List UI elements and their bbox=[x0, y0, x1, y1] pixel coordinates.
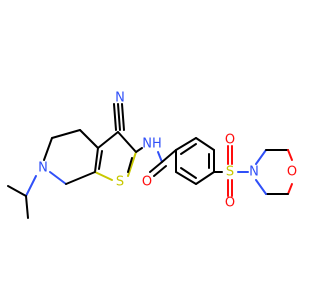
thiophene-bond bbox=[117, 131, 137, 153]
thiophene-bond bbox=[127, 151, 137, 177]
ring-bond bbox=[79, 129, 99, 149]
sulfonyl-o-bottom-label: O bbox=[225, 196, 235, 211]
atom-labels: N NH O S N S O O N O bbox=[38, 91, 297, 211]
amide-bond bbox=[157, 151, 163, 163]
thiophene-s-label: S bbox=[116, 175, 124, 190]
thiophene-bond bbox=[98, 150, 103, 170]
benzene-bond bbox=[195, 137, 215, 151]
nitrile-bond bbox=[113, 103, 117, 131]
ring-bond bbox=[51, 129, 81, 139]
benzene-bond bbox=[175, 137, 197, 151]
benzene-bond bbox=[195, 171, 215, 185]
isopropyl-bond bbox=[7, 185, 27, 197]
benzene-bond bbox=[180, 167, 197, 179]
nitrile-n-label: N bbox=[115, 91, 125, 106]
isopropyl-bond bbox=[25, 175, 37, 197]
bonds bbox=[7, 103, 293, 219]
amide-bond bbox=[149, 161, 163, 173]
amide-bond bbox=[161, 149, 177, 163]
ring-bond bbox=[65, 171, 96, 185]
molecule-structure: N NH O S N S O O N O bbox=[7, 91, 297, 219]
sulfonyl-o-top-label: O bbox=[225, 133, 235, 148]
thiophene-bond bbox=[94, 147, 99, 173]
morpholine-n-label: N bbox=[249, 165, 259, 180]
benzene-bond bbox=[180, 143, 197, 155]
amide-bond bbox=[153, 165, 167, 177]
ring-n-label: N bbox=[38, 161, 48, 176]
amide-o-label: O bbox=[142, 175, 152, 190]
thiophene-bond bbox=[127, 157, 133, 173]
isopropyl-bond bbox=[25, 195, 29, 219]
ring-bond bbox=[49, 171, 67, 185]
amide-bond bbox=[135, 147, 143, 153]
morpholine-bond bbox=[287, 183, 293, 195]
morpholine-bond bbox=[287, 149, 293, 161]
morpholine-bond bbox=[255, 149, 267, 165]
nitrile-bond bbox=[121, 103, 125, 131]
sulfonyl-s-label: S bbox=[226, 165, 234, 180]
ring-bond bbox=[43, 137, 53, 161]
nitrile-bond bbox=[117, 103, 121, 131]
thiophene-bond bbox=[94, 171, 113, 181]
benzene-bond bbox=[175, 171, 197, 185]
thiophene-bond bbox=[97, 131, 119, 149]
morpholine-bond bbox=[255, 179, 267, 195]
morpholine-o-label: O bbox=[287, 165, 297, 180]
amide-nh-label: NH bbox=[142, 137, 162, 152]
